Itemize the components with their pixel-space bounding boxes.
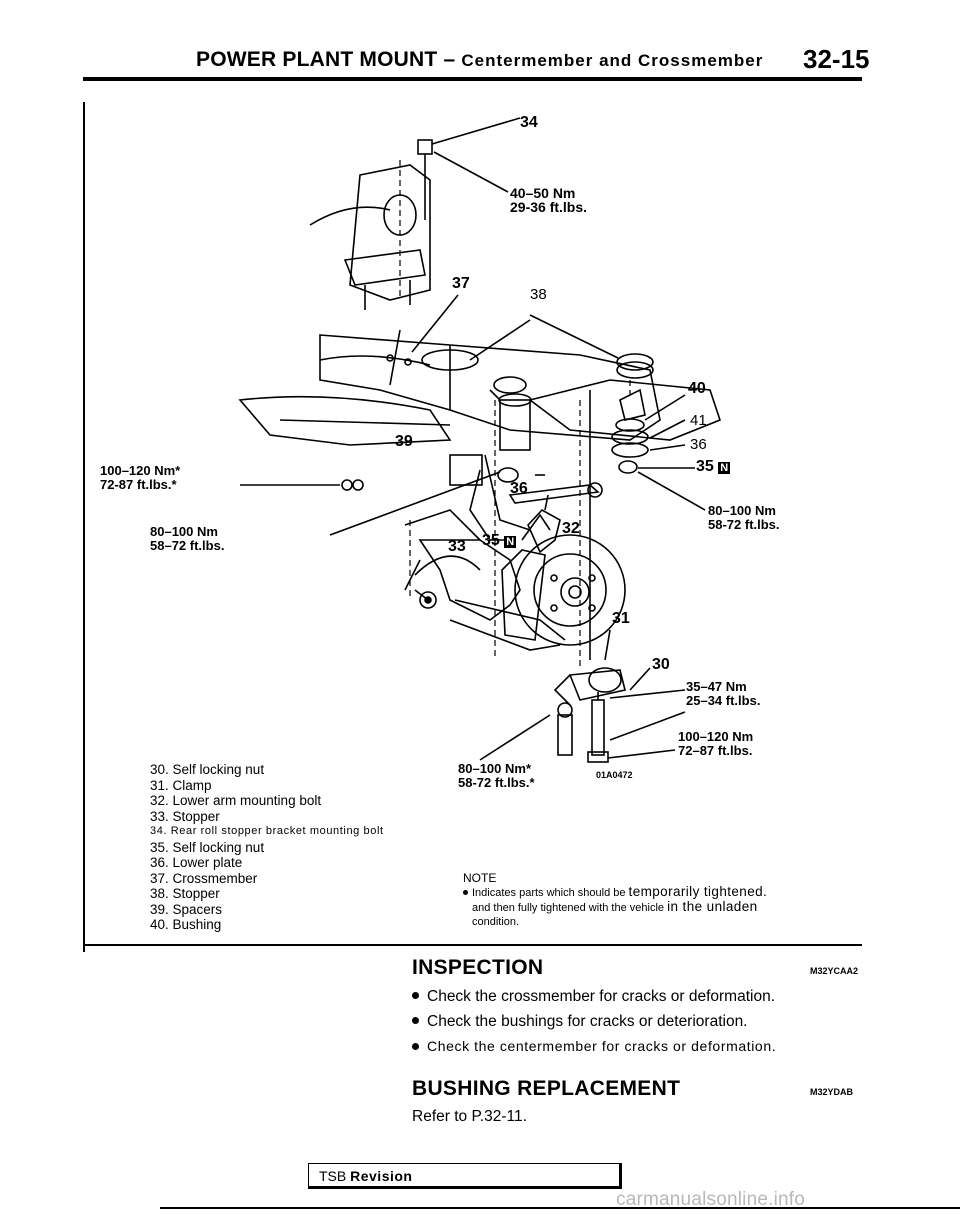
legend-item: 35. Self locking nut — [150, 839, 265, 855]
legend-item: 38. Stopper — [150, 886, 220, 901]
bushing-stack-drawing — [611, 388, 706, 511]
bolt-34-drawing — [417, 117, 521, 220]
legend-item: 39. Spacers — [150, 901, 223, 917]
legend-item: 40. Bushing — [150, 917, 222, 932]
callout-35-upper: 35 N — [696, 458, 731, 475]
header-dash: – — [443, 48, 456, 71]
lower-bracket-drawing — [238, 379, 721, 660]
bushing-heading: BUSHING REPLACEMENT — [412, 1077, 681, 1100]
legend-item: 30. Self locking nut — [150, 762, 265, 777]
frame-left-rule — [83, 102, 85, 952]
exploded-view-drawing — [238, 117, 721, 763]
torque-label-2: 100–120 Nm*72-87 ft.lbs.* — [100, 463, 181, 492]
note-title: NOTE — [463, 871, 497, 885]
exploded-view-figure: 34 37 38 40 41 36 35 N 39 36 32 33 35 N … — [100, 100, 850, 790]
legend-item: 37. Crossmember — [150, 870, 258, 886]
callout-35-lower: 35 N — [482, 532, 517, 549]
callout-37: 37 — [452, 275, 470, 292]
callout-41: 41 — [690, 412, 707, 429]
callout-34: 34 — [520, 114, 538, 131]
inspection-item: Check the crossmember for cracks or defo… — [412, 988, 775, 1006]
torque-label-7: 80–100 Nm*58-72 ft.lbs.* — [458, 761, 535, 790]
callout-36-upper: 36 — [690, 436, 707, 453]
callout-40: 40 — [688, 380, 706, 397]
stopper-38-drawing — [493, 314, 654, 394]
section-title: POWER PLANT MOUNT — [196, 48, 438, 71]
note-line: and then fully tightened with the vehicl… — [472, 899, 758, 915]
center-lines-drawing — [399, 160, 631, 670]
roll-stopper-bracket-drawing — [309, 164, 431, 310]
callout-31: 31 — [612, 610, 630, 627]
callout-39: 39 — [395, 433, 413, 450]
header-rule — [83, 77, 862, 81]
legend-item: 32. Lower arm mounting bolt — [150, 793, 322, 808]
bullet-icon — [412, 992, 419, 1000]
bushing-code: M32YDAB — [810, 1087, 854, 1097]
bullet-icon — [412, 1017, 419, 1025]
inspection-item: Check the centermember for cracks or def… — [412, 1038, 776, 1054]
ball-joint-drawing — [479, 629, 686, 763]
bushing-text: Refer to P.32-11. — [412, 1108, 527, 1125]
callout-38: 38 — [530, 286, 547, 303]
legend-item: 36. Lower plate — [150, 855, 243, 870]
callout-30: 30 — [652, 656, 670, 673]
subsection-title: Centermember and Crossmember — [461, 51, 764, 70]
crossmember-drawing — [319, 294, 661, 441]
legend-item: 34. Rear roll stopper bracket mounting b… — [150, 825, 384, 837]
brake-disc-drawing — [501, 513, 626, 646]
note-line: condition. — [472, 916, 520, 928]
note-line: Indicates parts which should be temporar… — [463, 885, 863, 900]
bullet-icon — [463, 889, 468, 895]
lower-arm-drawing — [404, 454, 603, 651]
footer-rule — [160, 1207, 960, 1209]
legend-item: 33. Stopper — [150, 808, 220, 824]
n-badge-icon: N — [718, 462, 731, 474]
n-badge-icon: N — [504, 536, 517, 548]
note-block: NOTE Indicates parts which should be tem… — [463, 871, 863, 929]
watermark-text: carmanualsonline.info — [616, 1189, 806, 1210]
frame-bottom-rule — [83, 944, 862, 946]
inspection-heading: INSPECTION — [412, 956, 544, 979]
leader-lines-drawing — [240, 419, 545, 536]
inspection-item: Check the bushings for cracks or deterio… — [412, 1013, 748, 1031]
tsb-revision-box: TSB Revision — [308, 1163, 622, 1189]
parts-legend: 30. Self locking nut 31. Clamp 32. Lower… — [150, 762, 480, 933]
callout-33: 33 — [448, 538, 466, 555]
inspection-code: M32YCAA2 — [810, 966, 859, 976]
page-number: 32-15 — [803, 44, 870, 74]
callout-32: 32 — [562, 520, 580, 537]
figure-code: 01A0472 — [596, 770, 633, 780]
callout-36-lower: 36 — [510, 480, 528, 497]
page-header-title: POWER PLANT MOUNT – Centermember and Cro… — [196, 48, 763, 72]
legend-item: 31. Clamp — [150, 777, 212, 793]
bullet-icon — [412, 1042, 419, 1050]
